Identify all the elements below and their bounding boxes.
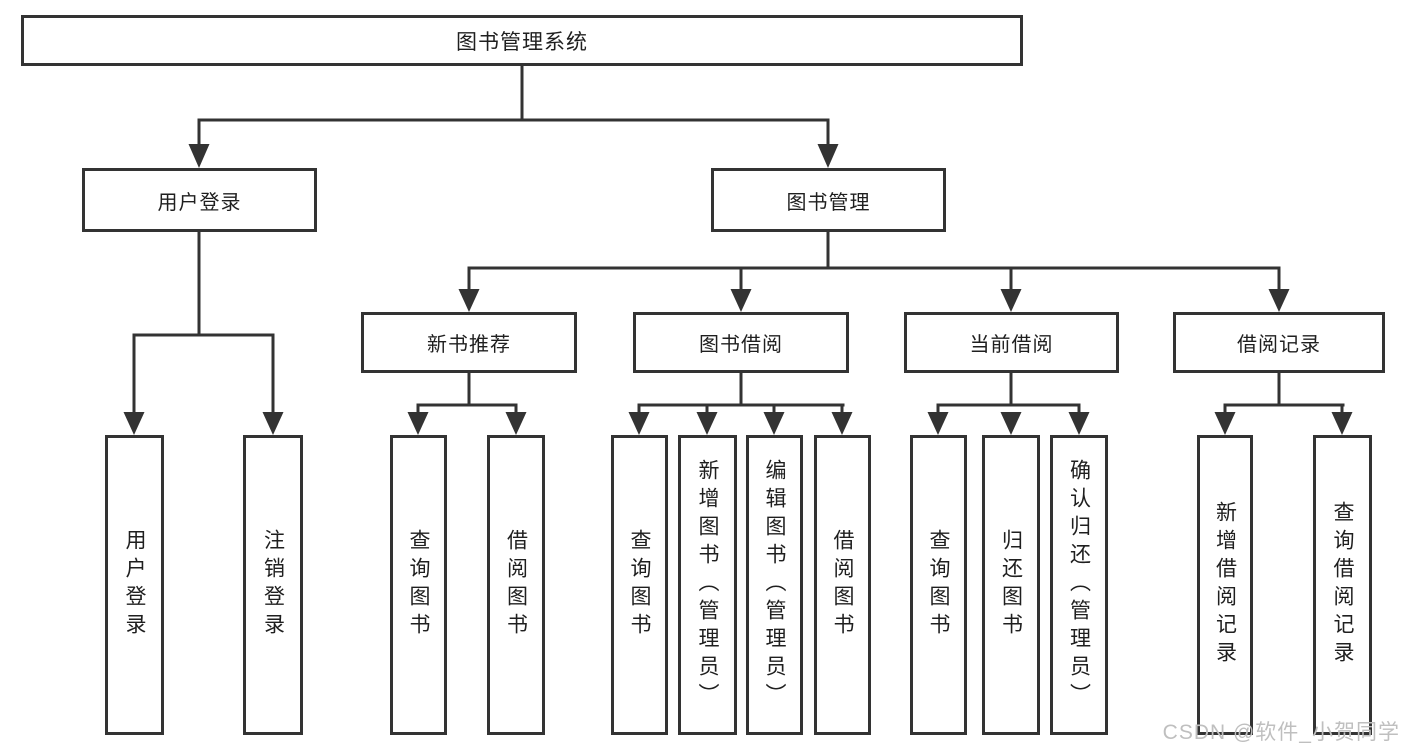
leaf-logout: 注销登录 <box>243 435 303 735</box>
leaf-query-books-recommend: 查询图书 <box>390 435 447 735</box>
node-book-management-label: 图书管理 <box>786 191 871 214</box>
leaf-return-books: 归还图书 <box>982 435 1040 735</box>
node-new-book-recommend: 新书推荐 <box>361 312 577 373</box>
leaf-add-books-admin-label: 新增图书（管理员） <box>696 459 719 711</box>
node-borrowing-records: 借阅记录 <box>1173 312 1385 373</box>
csdn-watermark: CSDN @软件_小贺同学 <box>1162 721 1400 744</box>
leaf-query-books-current-label: 查询图书 <box>927 529 950 641</box>
leaf-add-borrow-record: 新增借阅记录 <box>1197 435 1253 735</box>
leaf-borrow-books-recommend-label: 借阅图书 <box>504 529 528 641</box>
leaf-borrow-books-label: 借阅图书 <box>831 529 854 641</box>
leaf-query-borrow-record-label: 查询借阅记录 <box>1331 501 1354 669</box>
node-current-borrowing-label: 当前借阅 <box>969 334 1054 356</box>
leaf-add-books-admin: 新增图书（管理员） <box>678 435 737 735</box>
leaf-query-books-borrowing-label: 查询图书 <box>628 529 651 641</box>
leaf-add-borrow-record-label: 新增借阅记录 <box>1213 501 1237 669</box>
leaf-logout-label: 注销登录 <box>261 529 285 641</box>
leaf-borrow-books: 借阅图书 <box>814 435 871 735</box>
node-current-borrowing: 当前借阅 <box>904 312 1119 373</box>
node-book-management: 图书管理 <box>711 168 946 232</box>
node-new-book-recommend-label: 新书推荐 <box>427 334 511 356</box>
leaf-user-login-label: 用户登录 <box>123 529 146 641</box>
leaf-borrow-books-recommend: 借阅图书 <box>487 435 545 735</box>
node-user-login: 用户登录 <box>82 168 317 232</box>
node-borrowing-records-label: 借阅记录 <box>1237 334 1321 356</box>
node-book-borrowing: 图书借阅 <box>633 312 849 373</box>
leaf-query-borrow-record: 查询借阅记录 <box>1313 435 1372 735</box>
leaf-query-books-recommend-label: 查询图书 <box>407 529 430 641</box>
leaf-edit-books-admin-label: 编辑图书（管理员） <box>763 459 786 711</box>
leaf-edit-books-admin: 编辑图书（管理员） <box>746 435 803 735</box>
arrowheads <box>123 144 1353 435</box>
node-root-label: 图书管理系统 <box>456 30 588 54</box>
leaf-user-login: 用户登录 <box>105 435 164 735</box>
leaf-query-books-current: 查询图书 <box>910 435 967 735</box>
leaf-query-books-borrowing: 查询图书 <box>611 435 668 735</box>
leaf-confirm-return-admin-label: 确认归还（管理员） <box>1067 459 1091 711</box>
node-user-login-label: 用户登录 <box>157 191 242 214</box>
leaf-return-books-label: 归还图书 <box>999 529 1023 641</box>
node-book-borrowing-label: 图书借阅 <box>699 334 783 356</box>
leaf-confirm-return-admin: 确认归还（管理员） <box>1050 435 1108 735</box>
node-root-system: 图书管理系统 <box>21 15 1023 66</box>
